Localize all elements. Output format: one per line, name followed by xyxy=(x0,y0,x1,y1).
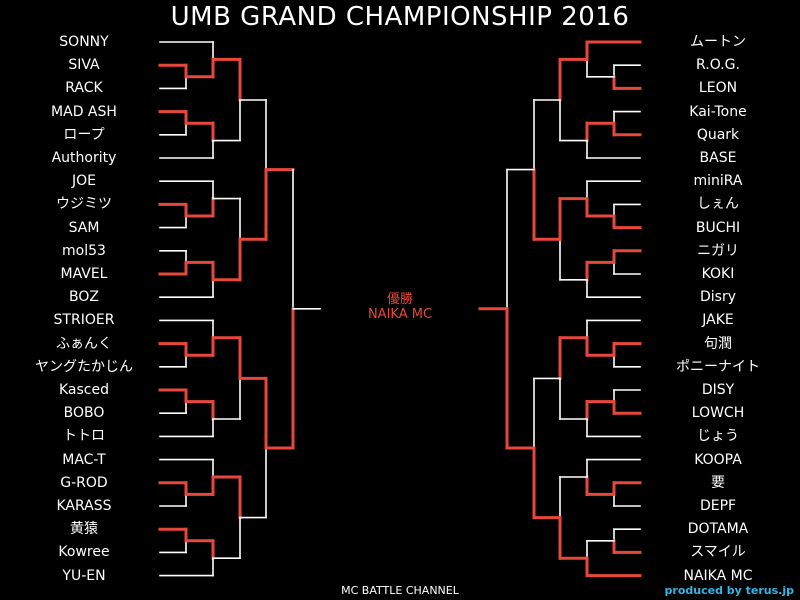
right-player-name: JAKE xyxy=(702,312,734,329)
page-title: UMB GRAND CHAMPIONSHIP 2016 xyxy=(170,2,630,32)
left-player-name: SAM xyxy=(68,219,100,236)
left-player-name: KARASS xyxy=(56,498,112,514)
right-player-name: DEPF xyxy=(699,498,737,514)
left-player-name: Authority xyxy=(51,150,117,166)
left-player-name: JOE xyxy=(72,173,96,190)
right-player-name: じょう xyxy=(697,428,739,445)
left-player-name: ヤングたかじん xyxy=(35,358,133,375)
right-player-name: しぇん xyxy=(697,196,739,213)
right-player-name: 要 xyxy=(711,474,725,491)
right-player-name: KOOPA xyxy=(694,451,742,468)
right-player-name: miniRA xyxy=(693,173,743,190)
right-player-name: LEON xyxy=(698,80,738,97)
left-player-name: SIVA xyxy=(68,57,100,74)
right-player-name: KOKI xyxy=(701,266,735,282)
right-player-name: BASE xyxy=(699,150,737,166)
left-player-name: 黄猿 xyxy=(70,521,98,538)
left-player-name: SONNY xyxy=(59,34,109,50)
champion-name: NAIKA MC xyxy=(367,307,433,322)
right-player-name: LOWCH xyxy=(691,405,745,422)
right-player-name: NAIKA MC xyxy=(683,567,753,584)
left-player-name: RACK xyxy=(65,80,103,97)
champion-label: 優勝 xyxy=(386,292,413,307)
left-player-name: ふぁんく xyxy=(56,335,112,352)
right-player-name: R.O.G. xyxy=(696,57,740,74)
right-player-name: BUCHI xyxy=(695,219,741,236)
right-player-name: スマイル xyxy=(690,544,746,561)
left-player-name: YU-EN xyxy=(62,567,106,584)
right-player-name: Disry xyxy=(699,289,736,306)
left-player-name: MAC-T xyxy=(62,451,106,468)
champion-box: 優勝 NAIKA MC xyxy=(340,292,460,322)
right-player-name: Kai-Tone xyxy=(689,103,747,120)
right-player-name: 句潤 xyxy=(704,335,732,352)
left-player-name: mol53 xyxy=(62,242,106,259)
left-player-name: MAVEL xyxy=(60,266,108,282)
left-player-name: トトロ xyxy=(63,428,105,445)
footer-channel: MC BATTLE CHANNEL xyxy=(341,584,459,597)
right-player-name: DOTAMA xyxy=(687,521,749,538)
left-player-name: Kowree xyxy=(58,544,110,561)
right-player-name: Quark xyxy=(696,126,740,143)
left-player-name: G-ROD xyxy=(60,474,108,491)
left-player-name: BOZ xyxy=(69,289,99,306)
right-player-name: DISY xyxy=(701,382,735,398)
footer-credit[interactable]: produced by terus.jp xyxy=(664,584,794,597)
left-player-name: STRIOER xyxy=(53,312,115,329)
left-player-name: MAD ASH xyxy=(51,103,117,120)
right-player-name: ニガリ xyxy=(697,242,739,259)
left-player-name: Kasced xyxy=(58,382,109,398)
right-player-name: ポニーナイト xyxy=(676,358,760,375)
left-player-name: ロープ xyxy=(63,126,105,143)
left-player-name: ウジミツ xyxy=(56,196,112,213)
right-player-name: ムートン xyxy=(690,34,746,50)
left-player-name: BOBO xyxy=(63,405,105,422)
